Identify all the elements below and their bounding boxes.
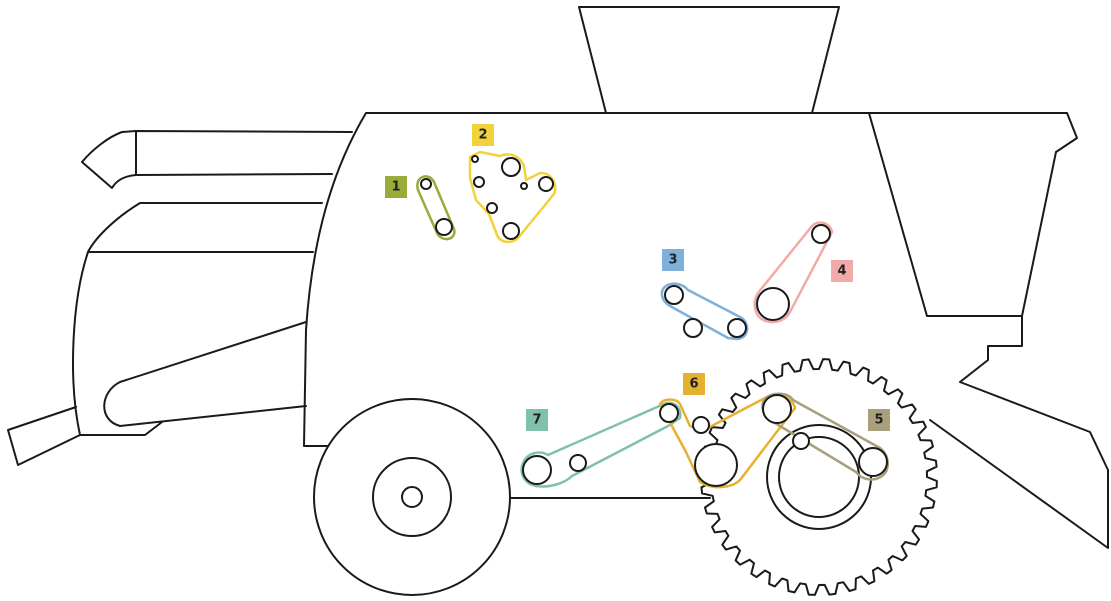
pulley (757, 288, 789, 320)
pulley (728, 319, 746, 337)
badge-7: 7 (526, 409, 548, 431)
header-top (88, 203, 322, 252)
pulley (472, 156, 478, 162)
pulley (665, 286, 683, 304)
pulley (539, 177, 553, 191)
belt-drive-3 (662, 284, 747, 339)
pulley (436, 219, 452, 235)
pulley (487, 203, 497, 213)
badge-6-label: 6 (689, 377, 698, 392)
header-drum (73, 252, 162, 435)
belt-drive-1 (417, 176, 454, 239)
front-wheel (314, 399, 510, 595)
badge-3-label: 3 (668, 253, 677, 268)
badge-4: 4 (831, 260, 853, 282)
pulley (474, 177, 484, 187)
pulley (763, 395, 791, 423)
pulley (859, 448, 887, 476)
pulley (693, 417, 709, 433)
pulley (421, 179, 431, 189)
badge-2-label: 2 (478, 128, 487, 143)
badge-6: 6 (683, 373, 705, 395)
header-arm (104, 322, 306, 426)
badge-1: 1 (385, 176, 407, 198)
pulley (684, 319, 702, 337)
badge-3: 3 (662, 249, 684, 271)
pulley (695, 444, 737, 486)
feeder-upper-tube (82, 131, 352, 188)
pulley (812, 225, 830, 243)
badge-1-label: 1 (391, 180, 400, 195)
badge-5: 5 (868, 409, 890, 431)
header-tip (8, 407, 80, 465)
pulley (521, 183, 527, 189)
badge-7-label: 7 (532, 413, 541, 428)
pulley (523, 456, 551, 484)
grain-tank-hopper (579, 7, 839, 113)
pulley (660, 404, 678, 422)
pulley (793, 433, 809, 449)
pulley (570, 455, 586, 471)
belt-drive-2 (470, 152, 555, 242)
badge-4-label: 4 (837, 264, 846, 279)
pulley (502, 158, 520, 176)
badge-5-label: 5 (874, 413, 883, 428)
belt-drive-4 (755, 223, 832, 322)
pulley (503, 223, 519, 239)
rear-cover-panel (869, 113, 1022, 316)
badge-2: 2 (472, 124, 494, 146)
combine-harvester-outline (8, 7, 1108, 548)
rear-wheel (701, 359, 937, 595)
